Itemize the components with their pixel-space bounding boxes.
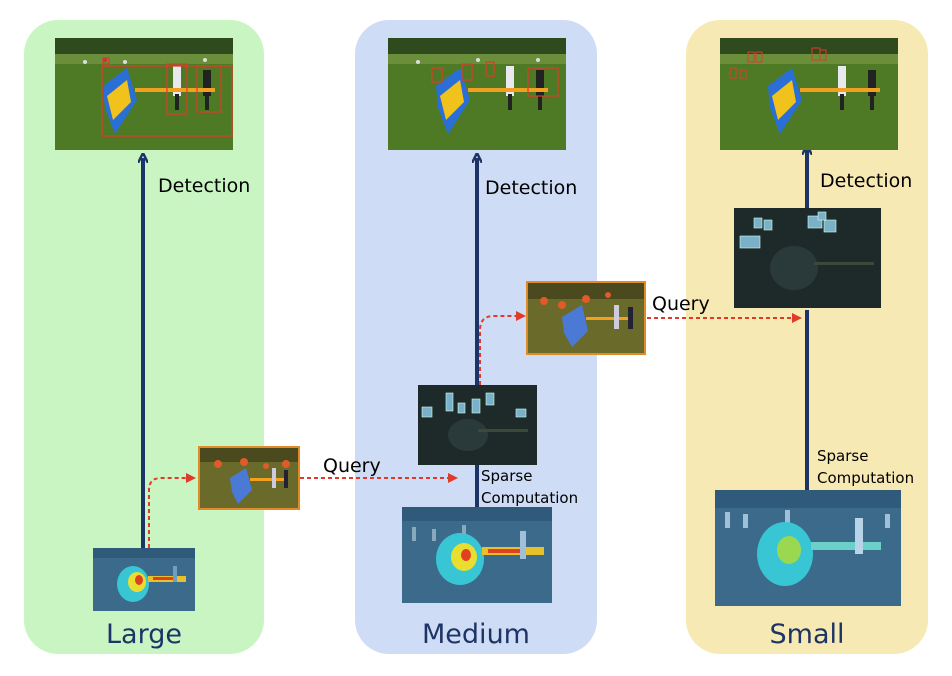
heatmap-large [93,548,195,611]
sparse-label-small: Sparse Computation [817,447,915,487]
heatmap-small [715,490,901,606]
query-label-medium: Query [652,293,710,315]
detection-output-medium [388,38,566,150]
panel-label-large: Large [106,619,182,650]
detection-label-small: Detection [820,170,913,192]
panel-label-medium: Medium [422,619,530,650]
query-map-medium [526,281,646,355]
sparse-map-small [734,208,881,308]
query-label-large: Query [323,455,381,477]
heatmap-medium [402,507,552,603]
detection-label-large: Detection [158,175,251,197]
query-map-large [198,446,300,510]
query-arrow-large-up [148,473,196,548]
panel-label-small: Small [769,619,845,650]
query-arrow-medium-up [479,311,526,385]
detection-output-large [55,38,233,150]
detection-label-medium: Detection [485,177,578,199]
sparse-label-medium: Sparse Computation [481,467,579,507]
sparse-map-medium [418,385,537,465]
detection-output-small [720,38,898,150]
